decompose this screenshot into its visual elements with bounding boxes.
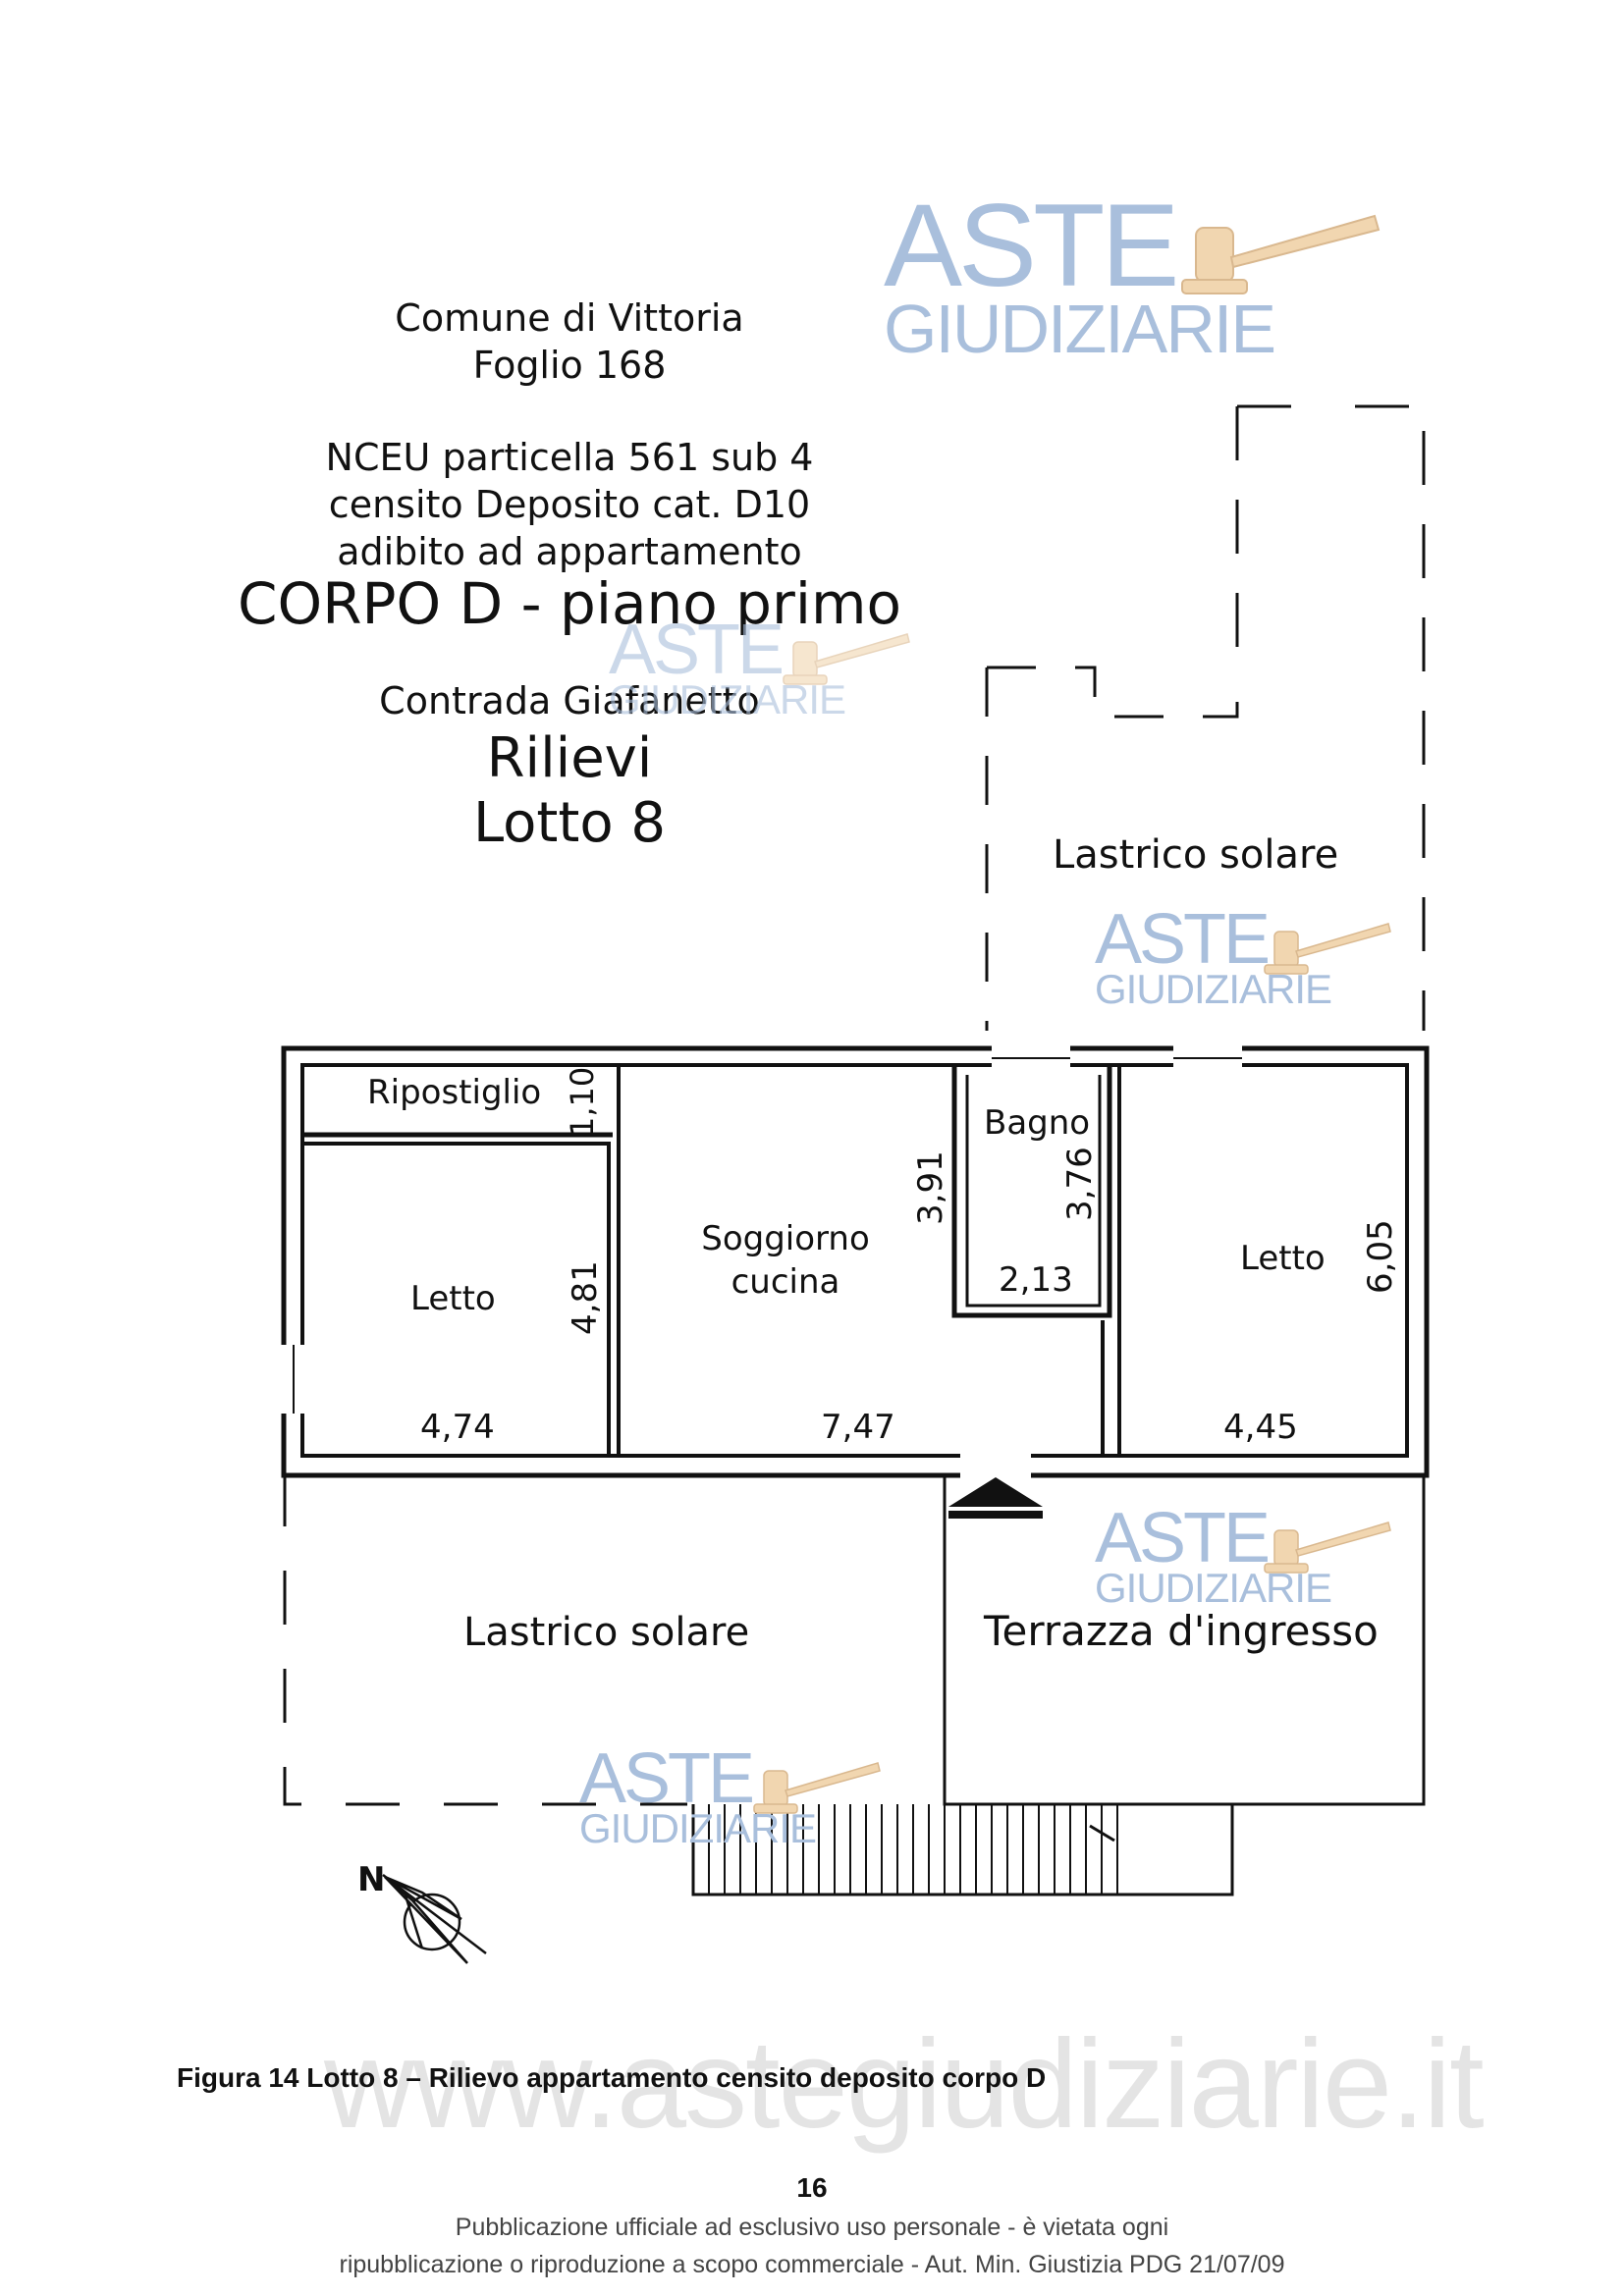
watermark-logo-top: ASTE GIUDIZIARIE	[884, 180, 1276, 367]
rilievi-title: Rilievi	[486, 726, 653, 790]
gavel-icon	[1264, 1522, 1391, 1574]
dim-ripostiglio-height: 1,10	[564, 1066, 601, 1137]
gavel-icon	[753, 1762, 881, 1814]
bagno-wall	[951, 1065, 1112, 1318]
lastrico-bottom-outline	[283, 1472, 687, 1806]
dim-letto-left-width: 4,74	[420, 1408, 495, 1447]
watermark-logo-bottom: ASTE GIUDIZIARIE	[579, 1739, 817, 1851]
comune-label: Comune di Vittoria	[395, 296, 744, 340]
censito-label: censito Deposito cat. D10	[328, 483, 811, 526]
watermark-logo-line1: ASTE	[884, 180, 1179, 311]
watermark-logo-mid: ASTE GIUDIZIARIE	[609, 611, 846, 722]
room-terrazza: Terrazza d'ingresso	[984, 1607, 1379, 1655]
gavel-icon	[783, 633, 910, 685]
dim-bagno-width: 2,13	[999, 1260, 1073, 1300]
dim-soggiorno-width: 7,47	[821, 1408, 895, 1447]
dim-soggiorno-height: 3,91	[911, 1150, 950, 1225]
dim-letto-left-height: 4,81	[566, 1260, 605, 1335]
footer-notice: Pubblicazione ufficiale ad esclusivo uso…	[0, 2209, 1624, 2283]
foglio-label: Foglio 168	[472, 344, 667, 387]
watermark-logo-lastrico: ASTE GIUDIZIARIE	[1095, 900, 1332, 1012]
watermark-logo-line1: ASTE	[1095, 900, 1271, 979]
dim-letto-right-height: 6,05	[1361, 1219, 1400, 1294]
gavel-icon	[1181, 214, 1380, 294]
site-watermark: www.astegiudiziarie.it	[324, 2014, 1485, 2155]
room-lastrico-bottom: Lastrico solare	[463, 1610, 750, 1655]
stair-steps	[708, 1804, 1118, 1895]
entrance-arrow-icon	[948, 1477, 1043, 1507]
footer-line-1: Pubblicazione ufficiale ad esclusivo uso…	[455, 2214, 1169, 2241]
room-letto-right: Letto	[1240, 1239, 1326, 1278]
watermark-logo-line2: GIUDIZIARIE	[884, 291, 1276, 367]
watermark-logo-line1: ASTE	[579, 1739, 755, 1818]
dim-letto-right-width: 4,45	[1223, 1408, 1298, 1447]
lastrico-top-outline	[985, 666, 1239, 1031]
gavel-icon	[1264, 923, 1391, 975]
watermark-logo-line2: GIUDIZIARIE	[609, 676, 846, 722]
page-number: 16	[796, 2172, 828, 2203]
footer-line-2: ripubblicazione o riproduzione a scopo c…	[339, 2251, 1285, 2278]
watermark-logo-terrazza: ASTE GIUDIZIARIE	[1095, 1499, 1332, 1611]
room-soggiorno: Soggiorno cucina	[687, 1217, 884, 1304]
watermark-logo-line2: GIUDIZIARIE	[1095, 1565, 1332, 1611]
watermark-logo-line2: GIUDIZIARIE	[1095, 966, 1332, 1012]
nceu-label: NCEU particella 561 sub 4	[325, 436, 814, 479]
room-bagno: Bagno	[984, 1103, 1091, 1143]
watermark-logo-line1: ASTE	[609, 611, 785, 689]
watermark-logo-line1: ASTE	[1095, 1499, 1271, 1577]
figure-caption: Figura 14 Lotto 8 – Rilievo appartamento…	[177, 2062, 1047, 2093]
lastrico-top-outline-upper	[1235, 404, 1426, 1031]
entrance-arrow-bar	[948, 1511, 1043, 1519]
contrada-label: Contrada Giafanetto	[379, 679, 760, 722]
watermark-logo-line2: GIUDIZIARIE	[579, 1805, 817, 1851]
adibito-label: adibito ad appartamento	[337, 530, 802, 573]
corpo-title: CORPO D - piano primo	[238, 570, 901, 637]
letto-left-wall	[302, 1142, 611, 1456]
north-label: N	[357, 1860, 386, 1899]
room-soggiorno-line2: cucina	[731, 1262, 840, 1302]
room-lastrico-top: Lastrico solare	[1053, 832, 1339, 878]
entrance-door	[960, 1453, 1031, 1480]
bagno-inner	[965, 1075, 1102, 1308]
dim-bagno-height: 3,76	[1060, 1147, 1100, 1221]
lotto-title: Lotto 8	[472, 791, 667, 855]
room-soggiorno-line1: Soggiorno	[701, 1219, 870, 1258]
room-ripostiglio: Ripostiglio	[367, 1073, 542, 1112]
room-letto-left: Letto	[410, 1279, 496, 1318]
north-arrow-icon	[382, 1874, 487, 1964]
